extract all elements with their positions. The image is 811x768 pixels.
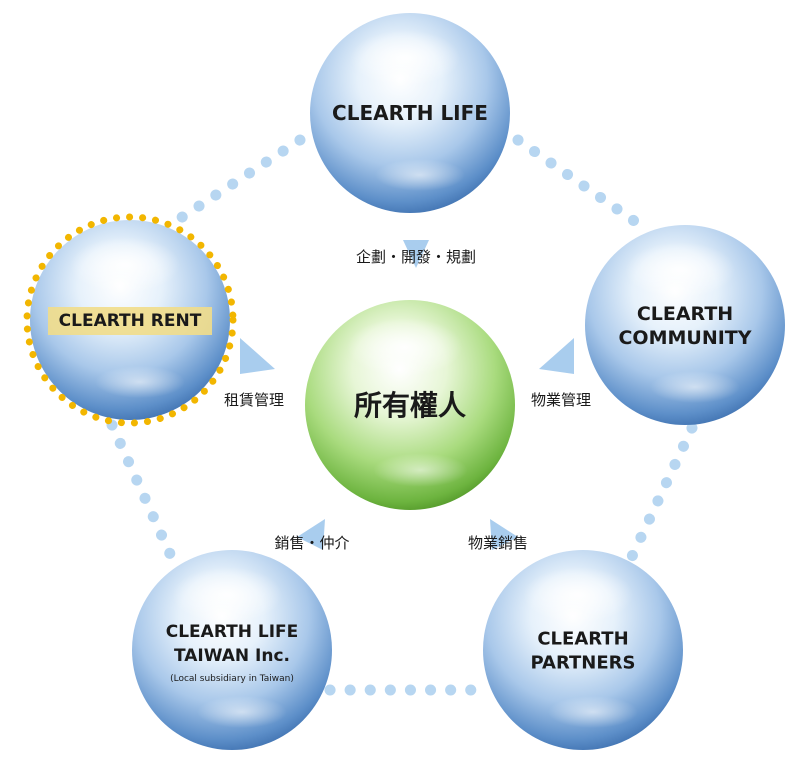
label-property-sales: 物業銷售 [468, 534, 528, 552]
dotted-connectors [106, 134, 698, 696]
label-planning: 企劃・開發・規劃 [356, 248, 476, 266]
connector-life-rent [164, 134, 306, 231]
sphere-life: CLEARTH LIFE [310, 13, 510, 215]
sphere-owner: 所有權人 [305, 300, 515, 513]
node-label-partners-2: PARTNERS [531, 652, 636, 673]
node-label-community-1: CLEARTH [637, 303, 733, 325]
label-brokerage: 銷售・仲介 [274, 534, 349, 552]
node-note-taiwan: (Local subsidiary in Taiwan) [170, 674, 294, 684]
sphere-reflection [650, 371, 740, 403]
highlight-ring [23, 213, 237, 427]
sphere-reflection [375, 159, 465, 191]
sphere-reflection [95, 366, 185, 398]
node-label-owner-1: 所有權人 [354, 389, 466, 422]
sphere-reflection [548, 696, 638, 728]
arrow-owner-to-partners [490, 519, 518, 550]
relationship-arrows [240, 240, 574, 550]
sphere-shine [347, 317, 463, 377]
sphere-partners: CLEARTH PARTNERS [483, 550, 683, 752]
sphere-rent: CLEARTH RENT [23, 213, 237, 427]
node-label-partners-1: CLEARTH [537, 628, 628, 649]
sphere-shine [172, 567, 282, 623]
highlight-label-bg [48, 307, 212, 335]
arrow-life-to-owner [403, 240, 429, 268]
arrow-community-to-owner [539, 338, 574, 374]
arrow-rent-to-owner [240, 338, 275, 374]
sphere-reflection [197, 696, 287, 728]
arrow-owner-to-taiwan [297, 519, 325, 550]
label-leasing: 租賃管理 [224, 391, 284, 409]
label-property-management: 物業管理 [531, 391, 591, 409]
node-label-rent-1: CLEARTH RENT [59, 311, 202, 331]
sphere-reflection [373, 453, 468, 487]
node-label-community-2: COMMUNITY [618, 327, 751, 349]
node-label-taiwan-2: TAIWAN Inc. [174, 646, 290, 666]
node-label-taiwan-1: CLEARTH LIFE [166, 622, 299, 642]
sphere-shine [350, 30, 460, 86]
sphere-shine [70, 237, 180, 293]
sphere-shine [625, 242, 735, 298]
sphere-taiwan: CLEARTH LIFE TAIWAN Inc. (Local subsidiary… [132, 550, 332, 752]
connector-life-community [512, 134, 646, 231]
connector-community-partners [622, 422, 698, 571]
connector-rent-taiwan [106, 419, 181, 571]
node-label-life-1: CLEARTH LIFE [332, 101, 488, 125]
sphere-shine [523, 567, 633, 623]
